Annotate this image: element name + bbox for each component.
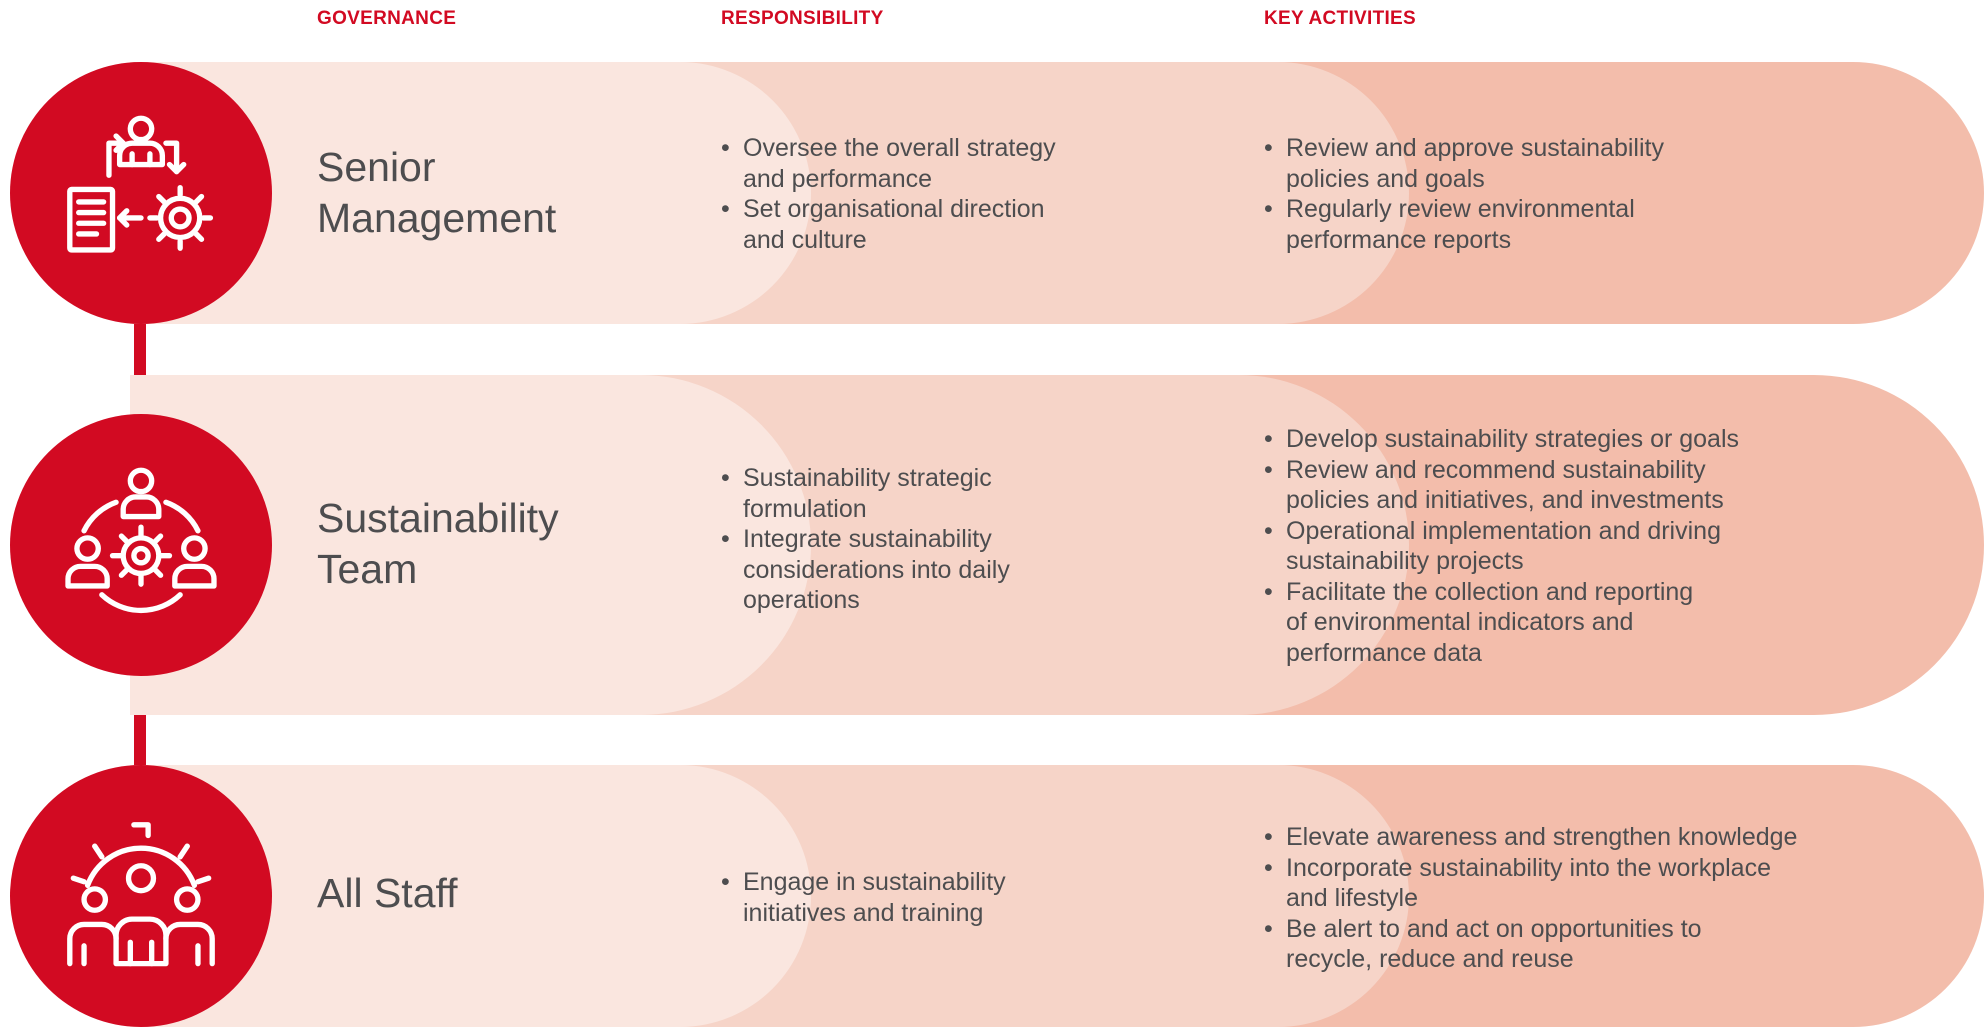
key-activities-list: Develop sustainability strategies or goa… xyxy=(1264,424,1739,668)
sustainability-team-badge xyxy=(10,414,272,676)
title-line: Sustainability xyxy=(317,495,559,541)
list-item: Operational implementation and drivingsu… xyxy=(1264,516,1739,577)
list-item: Facilitate the collection and reportingo… xyxy=(1264,577,1739,669)
list-item: Review and recommend sustainabilitypolic… xyxy=(1264,455,1739,516)
list-item: Elevate awareness and strengthen knowled… xyxy=(1264,822,1797,853)
staff-group-gear-icon xyxy=(67,822,215,967)
title-line: All Staff xyxy=(317,870,458,916)
title-line: Management xyxy=(317,195,557,241)
senior-management-badge xyxy=(10,62,272,324)
all-staff-badge xyxy=(10,765,272,1027)
governance-header: GOVERNANCE xyxy=(317,8,457,29)
key-activities-list: Review and approve sustainabilitypolicie… xyxy=(1264,133,1664,255)
list-item: Review and approve sustainabilitypolicie… xyxy=(1264,133,1664,194)
key-activities-list: Elevate awareness and strengthen knowled… xyxy=(1264,822,1797,975)
title-line: Team xyxy=(317,546,418,592)
governance-title: All Staff xyxy=(317,868,458,919)
responsibility-header: RESPONSIBILITY xyxy=(721,8,884,29)
governance-title: Senior Management xyxy=(317,142,556,244)
team-gear-network-icon xyxy=(65,467,217,614)
title-line: Senior xyxy=(317,144,436,190)
list-item: Develop sustainability strategies or goa… xyxy=(1264,424,1739,455)
governance-title: Sustainability Team xyxy=(317,493,559,595)
list-item: Incorporate sustainability into the work… xyxy=(1264,853,1797,914)
key-activities-header: KEY ACTIVITIES xyxy=(1264,8,1417,29)
list-item: Be alert to and act on opportunities tor… xyxy=(1264,914,1797,975)
list-item: Regularly review environmentalperformanc… xyxy=(1264,194,1664,255)
management-workflow-icon xyxy=(67,115,214,253)
